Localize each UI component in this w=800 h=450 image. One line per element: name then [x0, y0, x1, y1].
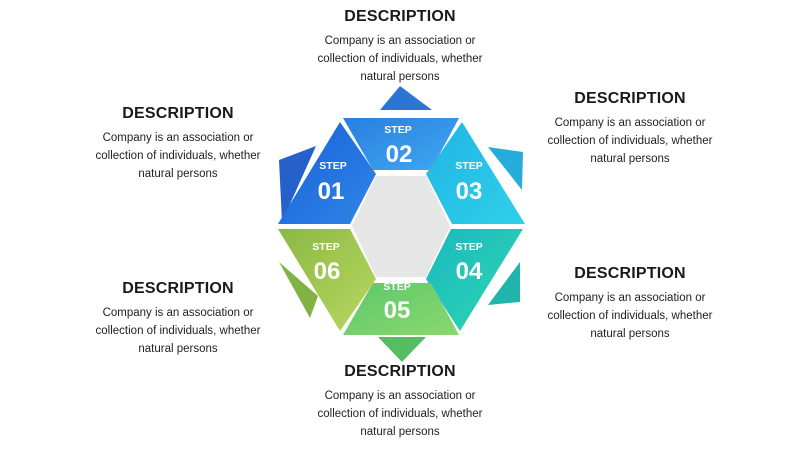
- description-line: collection of individuals, whether: [317, 53, 483, 65]
- description-line: collection of individuals, whether: [95, 150, 261, 162]
- step-label: STEP: [455, 241, 482, 253]
- arrow-tip-step-04: [488, 262, 520, 305]
- description-line: natural persons: [360, 71, 440, 83]
- description-line: Company is an association or: [102, 132, 254, 144]
- step-label: STEP: [384, 124, 411, 136]
- arrow-tip-step-06: [279, 262, 318, 318]
- segment-step-02[interactable]: [343, 118, 459, 170]
- description-line: Company is an association or: [554, 117, 706, 129]
- arrow-tip-step-01: [279, 146, 316, 222]
- description-step-05: DESCRIPTION Company is an association or…: [300, 363, 500, 441]
- segment-step-03[interactable]: [426, 122, 525, 224]
- step-number: 04: [456, 258, 483, 285]
- description-step-01: DESCRIPTION Company is an association or…: [78, 105, 278, 183]
- segment-step-04[interactable]: [426, 229, 523, 331]
- step-number: 02: [386, 141, 413, 168]
- description-line: natural persons: [360, 426, 440, 438]
- step-label: STEP: [319, 160, 346, 172]
- step-number: 05: [384, 297, 411, 324]
- description-line: collection of individuals, whether: [547, 135, 713, 147]
- description-line: natural persons: [138, 343, 218, 355]
- step-label: STEP: [455, 160, 482, 172]
- segment-step-01[interactable]: [278, 122, 376, 224]
- description-step-02: DESCRIPTION Company is an association or…: [300, 8, 500, 86]
- arrow-tip-step-02: [380, 86, 432, 110]
- description-line: natural persons: [590, 328, 670, 340]
- description-title: DESCRIPTION: [122, 280, 234, 297]
- description-line: Company is an association or: [324, 35, 476, 47]
- description-step-04: DESCRIPTION Company is an association or…: [530, 265, 730, 343]
- segment-step-05[interactable]: [343, 283, 459, 335]
- step-number: 01: [318, 178, 345, 205]
- step-label: STEP: [312, 241, 339, 253]
- description-line: Company is an association or: [324, 390, 476, 402]
- description-line: natural persons: [138, 168, 218, 180]
- description-title: DESCRIPTION: [574, 265, 686, 282]
- arrow-tip-step-05: [378, 337, 426, 362]
- step-number: 03: [456, 178, 483, 205]
- description-line: Company is an association or: [554, 292, 706, 304]
- description-step-03: DESCRIPTION Company is an association or…: [530, 90, 730, 168]
- segment-step-06[interactable]: [278, 229, 376, 331]
- center-hexagon: [352, 176, 450, 277]
- step-label: STEP: [383, 281, 410, 293]
- description-title: DESCRIPTION: [122, 105, 234, 122]
- description-step-06: DESCRIPTION Company is an association or…: [78, 280, 278, 358]
- description-title: DESCRIPTION: [344, 363, 456, 380]
- step-number: 06: [314, 258, 341, 285]
- description-title: DESCRIPTION: [344, 8, 456, 25]
- description-line: natural persons: [590, 153, 670, 165]
- description-line: collection of individuals, whether: [547, 310, 713, 322]
- description-line: Company is an association or: [102, 307, 254, 319]
- arrow-tip-step-03: [488, 147, 523, 190]
- description-line: collection of individuals, whether: [95, 325, 261, 337]
- description-title: DESCRIPTION: [574, 90, 686, 107]
- description-line: collection of individuals, whether: [317, 408, 483, 420]
